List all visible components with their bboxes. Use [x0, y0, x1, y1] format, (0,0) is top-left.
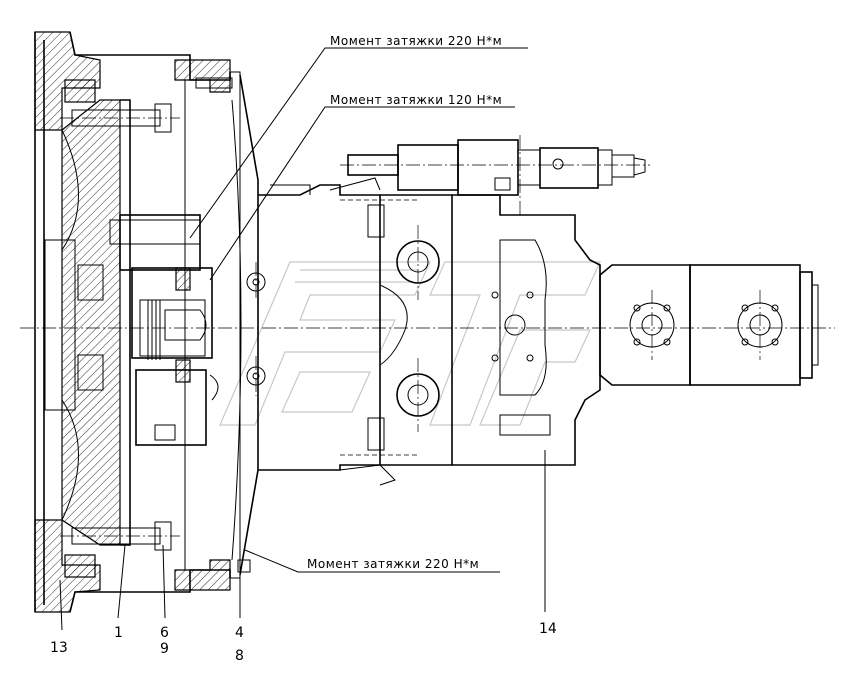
- part-number-4: 4: [235, 625, 244, 641]
- part-number-13: 13: [50, 640, 68, 656]
- flywheel-disk: [44, 99, 131, 546]
- part-number-9: 9: [160, 641, 169, 657]
- part-number-14: 14: [539, 621, 557, 637]
- watermark-logo: [219, 261, 601, 426]
- control-valve: [340, 135, 650, 215]
- torque-note-upper: Момент затяжки 220 Н*м: [330, 34, 502, 48]
- part-number-6: 6: [160, 625, 169, 641]
- part-number-8: 8: [235, 648, 244, 664]
- torque-note-middle: Момент затяжки 120 Н*м: [330, 93, 502, 107]
- part-number-1: 1: [114, 625, 123, 641]
- leader-lines: [59, 47, 546, 631]
- centerlines: [20, 225, 835, 432]
- pump-body: [258, 177, 601, 486]
- gear-pump: [599, 264, 819, 386]
- torque-note-lower: Момент затяжки 220 Н*м: [307, 557, 479, 571]
- adapter-plate: [195, 74, 266, 576]
- coupling-hub: [109, 214, 219, 446]
